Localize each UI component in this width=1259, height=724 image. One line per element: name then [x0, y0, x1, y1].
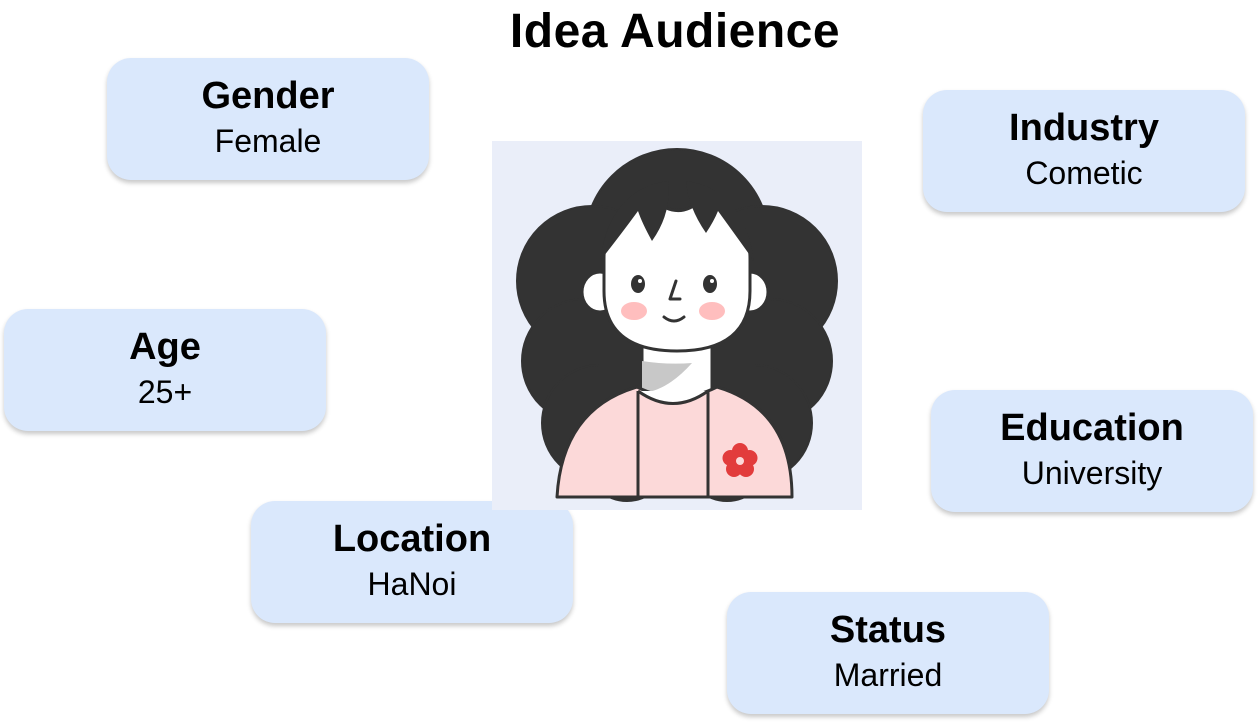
- status-value: Married: [833, 657, 943, 693]
- flower-icon: [722, 443, 758, 477]
- education-value: University: [1021, 455, 1163, 491]
- location-label: Location: [332, 518, 492, 560]
- gender-card: Gender Female: [107, 58, 429, 180]
- industry-value: Cometic: [1025, 155, 1143, 191]
- status-card: Status Married: [727, 592, 1049, 714]
- location-value: HaNoi: [367, 566, 457, 602]
- age-card: Age 25+: [4, 309, 326, 431]
- industry-card: Industry Cometic: [923, 90, 1245, 212]
- location-card: Location HaNoi: [251, 501, 573, 623]
- gender-value: Female: [214, 123, 322, 159]
- gender-label: Gender: [201, 75, 335, 117]
- diagram-title: Idea Audience: [509, 5, 841, 58]
- status-label: Status: [829, 609, 947, 651]
- age-label: Age: [129, 326, 201, 368]
- age-value: 25+: [137, 374, 193, 410]
- woman-avatar-icon: [516, 148, 838, 502]
- avatar-frame: [492, 141, 862, 510]
- education-label: Education: [1000, 407, 1184, 449]
- industry-label: Industry: [1009, 107, 1159, 149]
- education-card: Education University: [931, 390, 1253, 512]
